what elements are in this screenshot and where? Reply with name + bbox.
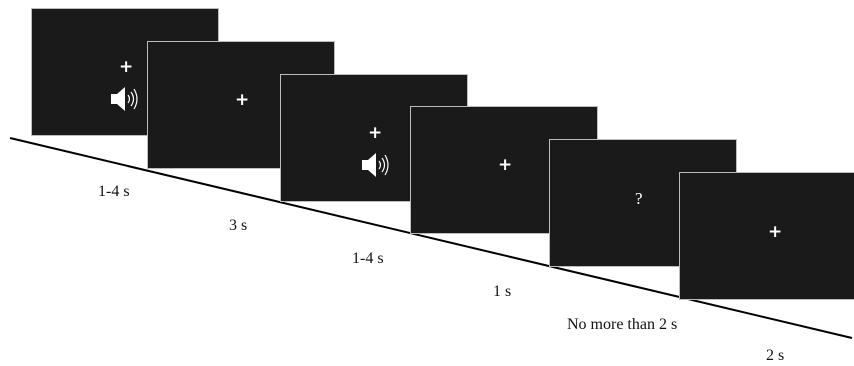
- duration-label: 1-4 s: [98, 183, 130, 200]
- duration-label: No more than 2 s: [567, 316, 678, 333]
- fixation-cross: +: [498, 155, 513, 175]
- fixation-cross: +: [368, 123, 383, 143]
- fixation-cross: +: [119, 57, 134, 77]
- speaker-icon: [111, 87, 138, 111]
- fixation-cross: +: [768, 222, 783, 242]
- duration-label: 2 s: [766, 347, 785, 364]
- speaker-icon: [362, 153, 389, 177]
- duration-label: 1 s: [493, 283, 512, 300]
- duration-label: 1-4 s: [352, 250, 384, 267]
- duration-label: 3 s: [229, 217, 248, 234]
- fixation-cross: +: [235, 90, 250, 110]
- screen-6-fixation: +: [679, 172, 854, 300]
- question-mark: ?: [635, 189, 643, 208]
